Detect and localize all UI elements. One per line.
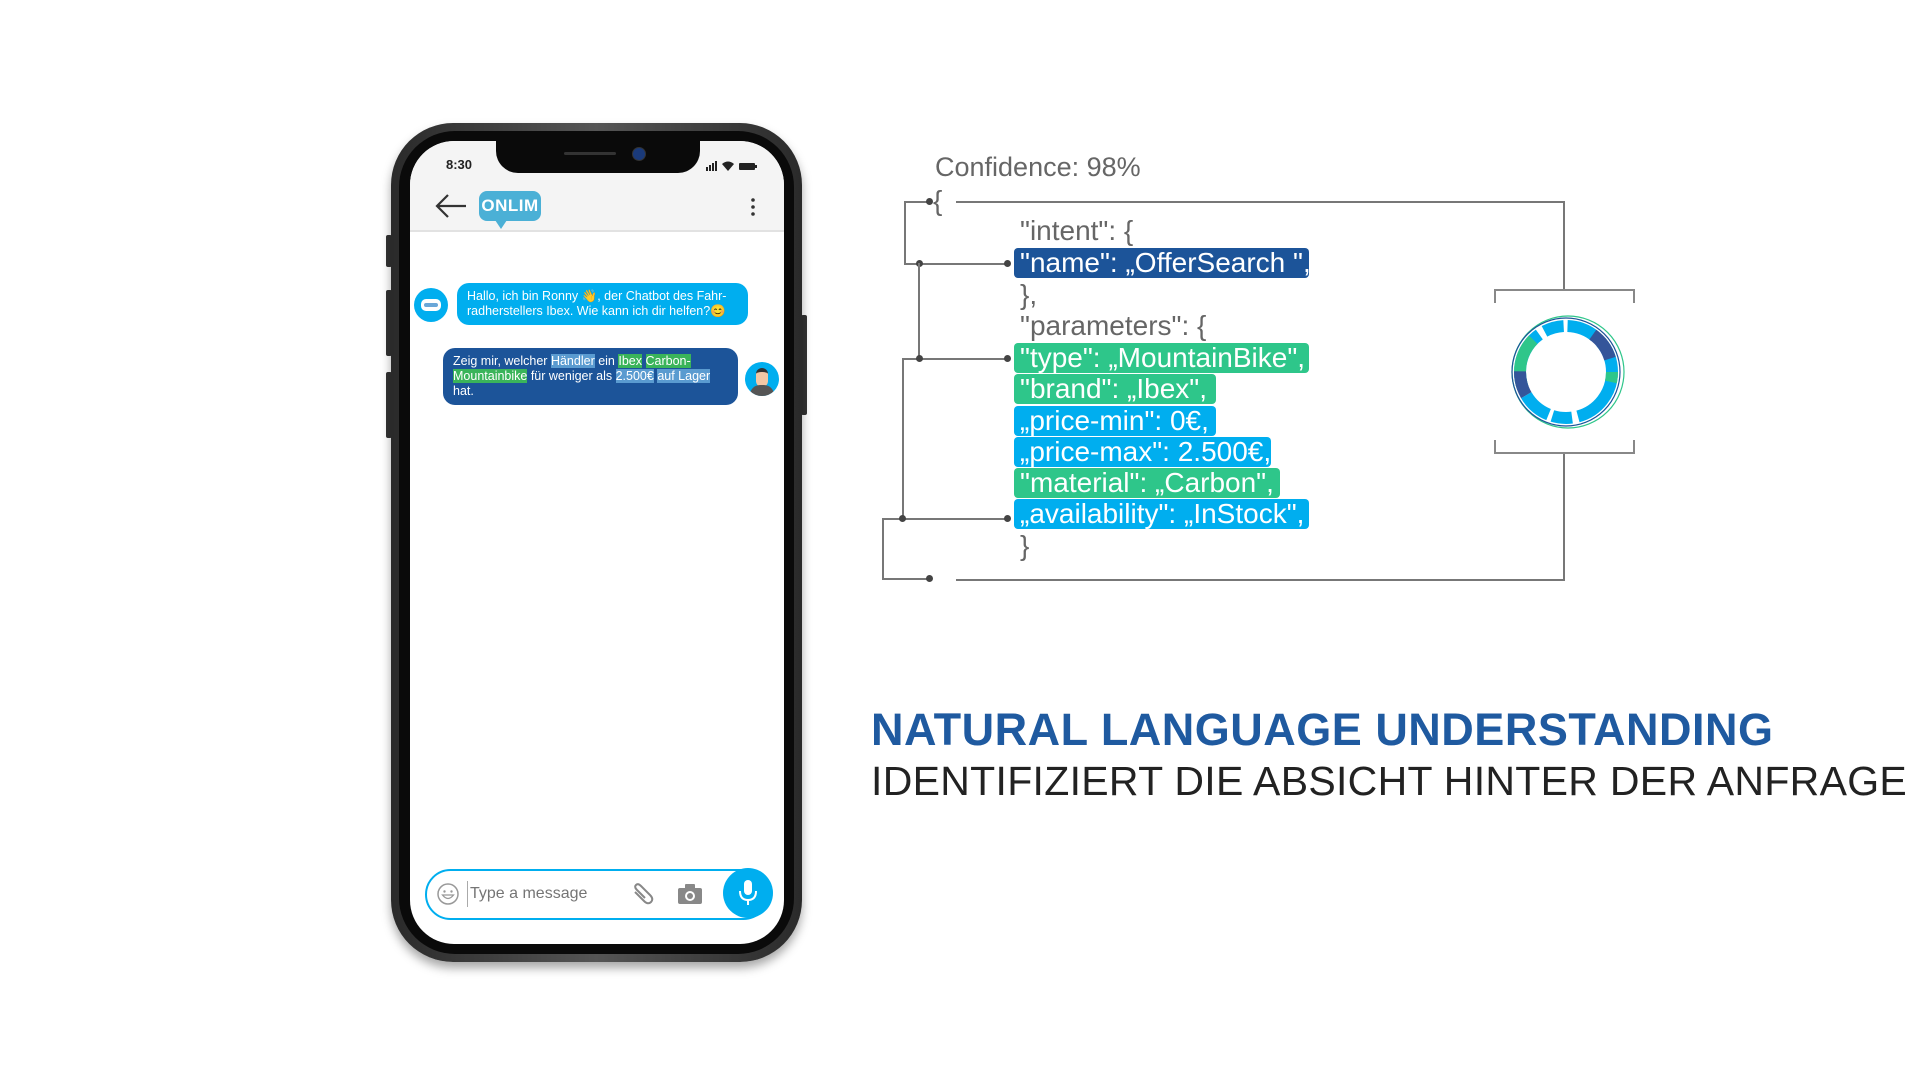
user-message: Zeig mir, welcher Händler ein Ibex Carbo… — [443, 348, 738, 405]
connector-line — [1563, 452, 1565, 580]
json-param-brand: "brand": „Ibex", — [1014, 374, 1216, 404]
json-param-material: "material": „Carbon", — [1014, 468, 1280, 498]
connector-line — [882, 518, 884, 580]
phone-screen: 8:30 ONLIM Hallo, ich bin Ronny 👋, der C… — [410, 141, 784, 944]
connector-line — [902, 358, 904, 519]
microphone-icon — [739, 880, 757, 905]
connector-line — [956, 579, 1565, 581]
user-avatar — [745, 362, 779, 396]
phone-volume-up — [386, 290, 392, 356]
smile-emoji-icon: 😊 — [710, 304, 726, 318]
bot-avatar — [414, 288, 448, 322]
json-intent-key: "intent": { — [1020, 215, 1134, 246]
connector-line — [882, 518, 1008, 520]
chat-header: 8:30 ONLIM — [410, 141, 784, 232]
connector-line — [956, 201, 1565, 203]
connector-line — [902, 358, 1008, 360]
entity-highlight: Carbon- — [645, 354, 691, 368]
entity-highlight: 2.500€ — [615, 369, 654, 383]
processing-bracket-bottom — [1494, 440, 1635, 454]
phone-side-button — [386, 235, 392, 267]
signal-icon — [706, 161, 757, 171]
json-close-brace: } — [1020, 530, 1030, 561]
more-vertical-icon[interactable] — [749, 197, 757, 217]
connector-dot — [916, 355, 923, 362]
microphone-button[interactable] — [723, 868, 773, 918]
json-param-availability: „availability": „InStock", — [1014, 499, 1309, 529]
processing-ring-icon — [1511, 315, 1625, 429]
phone-power-button — [801, 315, 807, 415]
headline-subtitle: IDENTIFIZIERT DIE ABSICHT HINTER DER ANF… — [871, 758, 1908, 804]
camera-icon — [632, 147, 646, 161]
message-input-bar — [425, 868, 773, 920]
arrow-left-icon[interactable] — [434, 193, 468, 219]
phone-volume-down — [386, 372, 392, 438]
connector-dot — [926, 198, 933, 205]
connector-dot — [899, 515, 906, 522]
message-input[interactable] — [467, 881, 612, 907]
onlim-logo: ONLIM — [479, 191, 541, 229]
connector-dot — [926, 575, 933, 582]
connector-line — [904, 263, 1008, 265]
connector-line — [904, 201, 931, 203]
connector-dot — [1004, 515, 1011, 522]
paperclip-icon[interactable] — [629, 882, 655, 908]
headline-title: NATURAL LANGUAGE UNDERSTANDING — [871, 704, 1774, 755]
connector-line — [918, 263, 920, 359]
json-open-brace: { — [933, 185, 943, 216]
entity-highlight: Mountainbike — [453, 369, 528, 383]
entity-highlight: Händler — [550, 354, 595, 368]
connector-line — [1563, 201, 1565, 290]
json-intent-close: }, — [1020, 279, 1038, 310]
json-parameters-key: "parameters": { — [1020, 310, 1207, 341]
connector-dot — [1004, 355, 1011, 362]
confidence-label: Confidence: 98% — [935, 152, 1141, 182]
phone-notch — [496, 141, 700, 173]
status-time: 8:30 — [446, 157, 473, 172]
json-intent-name: "name": „OfferSearch ", — [1014, 248, 1311, 278]
connector-line — [904, 201, 906, 264]
wave-emoji-icon: 👋 — [581, 289, 598, 303]
connector-line — [882, 578, 930, 580]
processing-bracket-top — [1494, 289, 1635, 303]
camera-icon[interactable] — [677, 883, 703, 905]
json-param-price-max: „price-max": 2.500€, — [1014, 437, 1271, 467]
entity-highlight: auf Lager — [657, 369, 711, 383]
bot-message: Hallo, ich bin Ronny 👋, der Chatbot des … — [457, 283, 748, 325]
connector-dot — [1004, 260, 1011, 267]
entity-highlight: Ibex — [618, 354, 643, 368]
emoji-icon[interactable] — [436, 882, 460, 906]
json-param-type: "type": „MountainBike", — [1014, 343, 1309, 373]
json-param-price-min: „price-min": 0€, — [1014, 406, 1216, 436]
